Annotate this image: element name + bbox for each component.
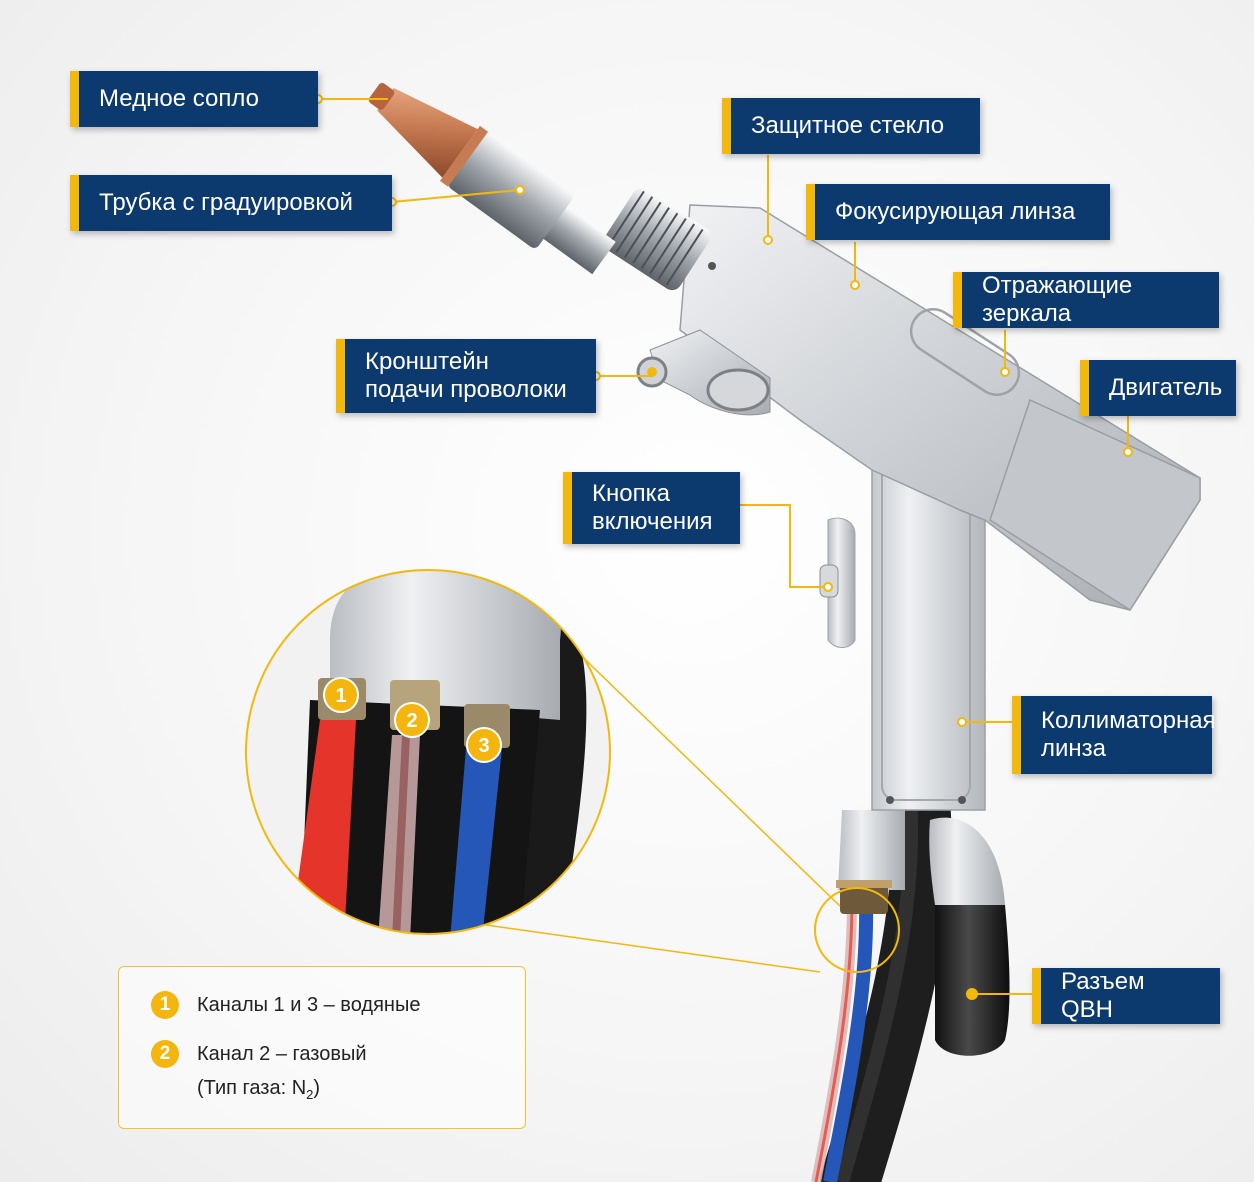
legend-gas-suffix: ) bbox=[313, 1077, 321, 1099]
legend-gas-type: (Тип газа: N2) bbox=[197, 1074, 367, 1109]
legend-badge-2: 2 bbox=[151, 1040, 179, 1068]
zoom-badge-1: 1 bbox=[323, 677, 359, 713]
cable-hoses bbox=[811, 770, 952, 1182]
leader-dots bbox=[313, 94, 1133, 727]
legend-item-gas: 2 Канал 2 – газовый (Тип газа: N2) bbox=[151, 1040, 367, 1109]
label-focusing-lens: Фокусирующая линза bbox=[806, 184, 1110, 240]
label-qbh-connector: Разъем QBH bbox=[1032, 968, 1220, 1024]
zoom-source-circle bbox=[814, 887, 900, 973]
zoom-connector-lines bbox=[485, 639, 841, 973]
label-power-button: Кнопка включения bbox=[563, 472, 740, 544]
leader-lines bbox=[318, 98, 1129, 995]
label-protective-glass: Защитное стекло bbox=[722, 98, 980, 154]
zoom-badge-2-text: 2 bbox=[406, 710, 417, 732]
label-collimator-lens: Коллиматорная линза bbox=[1012, 696, 1216, 774]
zoom-badge-3-text: 3 bbox=[478, 735, 489, 757]
label-reflecting-mirrors: Отражающие зеркала bbox=[953, 272, 1219, 328]
zoom-badge-2: 2 bbox=[394, 702, 430, 738]
qbh-connector-shape bbox=[929, 817, 1010, 1056]
legend-item-water: 1 Каналы 1 и 3 – водяные bbox=[151, 991, 420, 1019]
nozzle-assembly bbox=[368, 82, 616, 275]
legend-badge-1: 1 bbox=[151, 991, 179, 1019]
label-graduated-tube: Трубка с градуировкой bbox=[70, 175, 392, 231]
power-button-shape bbox=[819, 517, 856, 648]
label-copper-nozzle: Медное сопло bbox=[70, 71, 318, 127]
zoom-circle-border bbox=[245, 569, 611, 935]
zoom-detail bbox=[246, 570, 610, 934]
legend-text-1: Каналы 1 и 3 – водяные bbox=[197, 994, 421, 1016]
zoom-badge-3: 3 bbox=[466, 727, 502, 763]
wire-feed-bracket-shape bbox=[636, 329, 771, 416]
knurled-nut bbox=[603, 188, 711, 291]
zoom-badge-1-text: 1 bbox=[335, 685, 346, 707]
channels-legend: 1 Каналы 1 и 3 – водяные 2 Канал 2 – газ… bbox=[118, 966, 526, 1129]
legend-gas-prefix: (Тип газа: N bbox=[197, 1077, 307, 1099]
legend-text-2-wrap: Канал 2 – газовый (Тип газа: N2) bbox=[197, 1040, 367, 1109]
label-wire-feed-bracket: Кронштейн подачи проволоки bbox=[336, 339, 596, 413]
legend-gas-index: 2 bbox=[306, 1087, 314, 1102]
legend-text-2: Канал 2 – газовый bbox=[197, 1043, 367, 1065]
label-motor: Двигатель bbox=[1080, 360, 1236, 416]
main-body bbox=[679, 204, 1201, 612]
